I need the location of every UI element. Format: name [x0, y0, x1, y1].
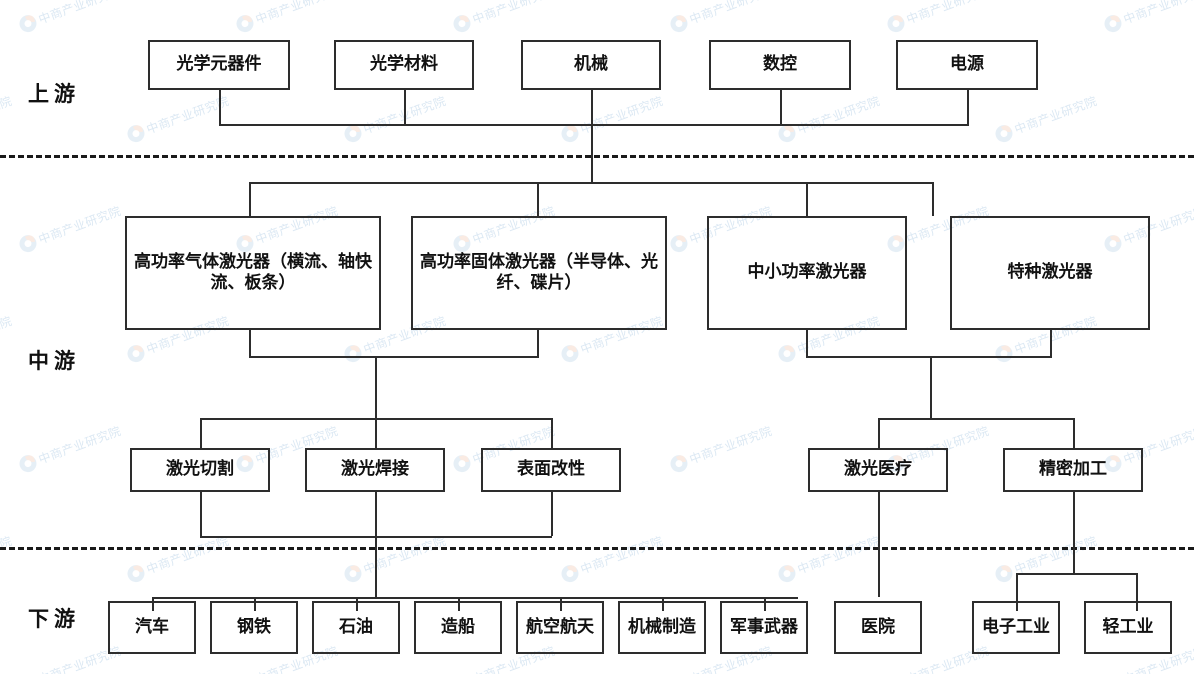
node-downstream-shipbuilding[interactable]: 造船: [414, 601, 502, 654]
node-upstream-machinery[interactable]: 机械: [521, 40, 661, 90]
node-upstream-optical-materials[interactable]: 光学材料: [334, 40, 474, 90]
connector-ds-drop-auto: [152, 597, 154, 611]
node-downstream-military-weapons[interactable]: 军事武器: [720, 601, 808, 654]
connector-upstream-2-drop: [404, 90, 406, 124]
node-midstream-medium-low-power-laser[interactable]: 中小功率激光器: [707, 216, 907, 330]
connector-surface-down: [551, 492, 553, 536]
connector-upstream-4-drop: [780, 90, 782, 124]
divider-upstream-midstream: [0, 155, 1194, 158]
connector-midstream-drop-3: [806, 182, 808, 216]
connector-gas-laser-down: [249, 330, 251, 356]
connector-app-drop-precision: [1073, 418, 1075, 448]
node-upstream-cnc[interactable]: 数控: [709, 40, 851, 90]
node-application-surface-modification[interactable]: 表面改性: [481, 448, 621, 492]
connector-special-laser-down: [1050, 330, 1052, 356]
connector-app-drop-medical: [878, 418, 880, 448]
connector-left-laser-merge: [249, 356, 539, 358]
node-upstream-power-supply[interactable]: 电源: [896, 40, 1038, 90]
connector-application-bus-right: [878, 418, 1074, 420]
connector-midstream-drop-2: [537, 182, 539, 216]
connector-mlp-laser-down: [806, 330, 808, 356]
connector-ds-drop-petroleum: [356, 597, 358, 611]
connector-upstream-to-midstream-trunk: [591, 124, 593, 182]
connector-right-laser-merge: [806, 356, 1052, 358]
connector-solid-laser-down: [537, 330, 539, 356]
connector-cutting-down: [200, 492, 202, 536]
connector-medical-to-hospital: [878, 492, 880, 597]
connector-welding-down: [375, 492, 377, 536]
connector-app-drop-cutting: [200, 418, 202, 448]
connector-ds-drop-military: [764, 597, 766, 611]
connector-left-downstream-trunk: [375, 536, 377, 597]
node-midstream-high-power-gas-laser[interactable]: 高功率气体激光器（横流、轴快流、板条）: [125, 216, 381, 330]
connector-midstream-bus: [249, 182, 933, 184]
connector-left-merge-trunk: [375, 356, 377, 418]
connector-app-drop-surface: [551, 418, 553, 448]
connector-upstream-5-drop: [967, 90, 969, 124]
connector-midstream-drop-1: [249, 182, 251, 216]
connector-downstream-bus-right: [1016, 573, 1136, 575]
connector-upstream-bus: [219, 124, 969, 126]
node-downstream-petroleum[interactable]: 石油: [312, 601, 400, 654]
connector-right-merge-trunk: [930, 356, 932, 418]
node-downstream-machinery-manufacturing[interactable]: 机械制造: [618, 601, 706, 654]
connector-ds-drop-light-industry: [1136, 573, 1138, 611]
connector-app-drop-welding: [375, 418, 377, 448]
node-downstream-aerospace[interactable]: 航空航天: [516, 601, 604, 654]
connector-ds-drop-shipbuilding: [458, 597, 460, 611]
connector-precision-down: [1073, 492, 1075, 573]
node-downstream-light-industry[interactable]: 轻工业: [1084, 601, 1172, 654]
node-downstream-steel[interactable]: 钢铁: [210, 601, 298, 654]
node-application-laser-cutting[interactable]: 激光切割: [130, 448, 270, 492]
node-upstream-optical-components[interactable]: 光学元器件: [148, 40, 290, 90]
node-application-laser-medical[interactable]: 激光医疗: [808, 448, 948, 492]
stage-label-midstream: 中游: [28, 349, 80, 373]
node-midstream-high-power-solid-laser[interactable]: 高功率固体激光器（半导体、光纤、碟片）: [411, 216, 667, 330]
connector-midstream-drop-4: [932, 182, 934, 216]
node-downstream-electronics-industry[interactable]: 电子工业: [972, 601, 1060, 654]
node-midstream-special-laser[interactable]: 特种激光器: [950, 216, 1150, 330]
connector-ds-drop-electronics: [1016, 573, 1018, 611]
connector-ds-drop-machinery: [662, 597, 664, 611]
connector-ds-drop-aerospace: [560, 597, 562, 611]
connector-downstream-bus-left: [152, 597, 798, 599]
node-application-precision-machining[interactable]: 精密加工: [1003, 448, 1143, 492]
connector-upstream-1-drop: [219, 90, 221, 124]
node-downstream-automobile[interactable]: 汽车: [108, 601, 196, 654]
node-application-laser-welding[interactable]: 激光焊接: [305, 448, 445, 492]
divider-midstream-downstream: [0, 547, 1194, 550]
stage-label-downstream: 下游: [28, 607, 80, 631]
stage-label-upstream: 上游: [28, 82, 80, 106]
node-downstream-hospital[interactable]: 医院: [834, 601, 922, 654]
connector-upstream-3-drop: [591, 90, 593, 124]
connector-ds-drop-steel: [254, 597, 256, 611]
